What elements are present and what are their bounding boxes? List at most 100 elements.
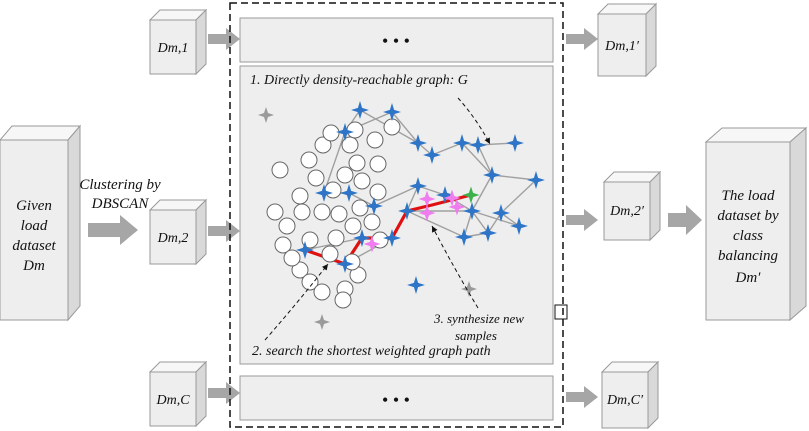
majority-sample-36 [363, 213, 381, 231]
subset-mid-label: Dm,2 [157, 231, 189, 246]
minority-sample-20 [492, 204, 510, 222]
output-subset-top: Dm,1′ [596, 2, 658, 78]
majority-sample-14 [336, 166, 354, 184]
top-strip [239, 17, 554, 63]
input-line-2: load [21, 218, 48, 234]
noise-sample-0 [258, 107, 274, 123]
subset-box-bottom: Dm,C [148, 360, 208, 428]
minority-sample-23 [436, 186, 454, 204]
majority-sample-10 [293, 203, 311, 221]
majority-sample-33 [301, 231, 319, 249]
majority-sample-16 [369, 155, 387, 173]
noise-sample-2 [461, 281, 477, 297]
graph-edge-32 [406, 210, 465, 238]
graph-edge-27 [471, 210, 520, 227]
minority-sample-7 [483, 166, 501, 184]
majority-sample-11 [313, 203, 331, 221]
minority-sample-3 [423, 146, 441, 164]
synthetic-sample-3 [443, 189, 461, 207]
minority-sample-5 [469, 136, 487, 154]
graph-edge-29 [417, 185, 446, 196]
majority-sample-2 [322, 124, 340, 142]
minority-samples [258, 101, 545, 330]
majority-sample-4 [307, 169, 325, 187]
arrow-mid-in [208, 220, 240, 242]
majority-sample-9 [291, 261, 309, 279]
final-line-2: dataset by [717, 208, 779, 224]
graph-edge-7 [491, 174, 537, 181]
graph-edge-15 [373, 185, 419, 207]
arrow-mid-out [566, 209, 598, 231]
majority-sample-22 [301, 273, 319, 291]
majority-sample-8 [274, 236, 292, 254]
majority-sample-3 [341, 136, 359, 154]
minority-sample-13 [353, 229, 371, 247]
arrow-to-final [668, 205, 702, 235]
majority-sample-13 [348, 154, 366, 172]
majority-sample-35 [271, 161, 289, 179]
synthetic-sample-1 [418, 190, 436, 208]
minority-sample-11 [398, 202, 416, 220]
input-line-3: dataset [12, 238, 56, 254]
majority-sample-0 [300, 151, 318, 169]
graph-edge-1 [391, 111, 419, 144]
final-line-3: class [733, 228, 763, 244]
arrow-input-to-subset [88, 215, 138, 245]
majority-sample-17 [369, 183, 387, 201]
minority-sample-0 [336, 123, 354, 141]
minority-sample-8 [527, 171, 545, 189]
processing-region [229, 2, 564, 428]
input-line-4: Dm [22, 258, 45, 274]
minority-sample-12 [383, 229, 401, 247]
arrow-top-in [208, 28, 240, 50]
minority-sample-6 [506, 134, 524, 152]
majority-sample-30 [366, 131, 384, 149]
minority-sample-17 [336, 255, 354, 273]
clustering-label-1: Clustering by [79, 177, 161, 193]
output-subset-bottom: Dm,C′ [600, 360, 660, 430]
minority-sample-10 [365, 197, 383, 215]
minority-sample-25 [351, 101, 369, 119]
minority-sample-16 [296, 241, 314, 259]
majority-sample-34 [283, 249, 301, 267]
graph-edge-8 [471, 174, 493, 212]
step3-marker-box [554, 304, 568, 320]
subset-bottom-label: Dm,C [155, 393, 190, 408]
subset-top-label: Dm,1 [157, 41, 189, 56]
final-line-5: Dm′ [735, 270, 762, 286]
majority-sample-5 [291, 187, 309, 205]
final-line-4: balancing [718, 248, 778, 264]
arrow-bottom-in [208, 382, 240, 404]
majority-sample-26 [334, 291, 352, 309]
output-mid-label: Dm,2′ [609, 204, 645, 219]
subset-box-top: Dm,1 [148, 8, 208, 76]
majority-sample-20 [327, 229, 345, 247]
majority-sample-18 [351, 199, 369, 217]
final-line-1: The load [722, 188, 775, 204]
graph-edge-25 [487, 212, 502, 234]
minority-sample-19 [479, 224, 497, 242]
graph-edge-12 [323, 131, 346, 194]
input-dataset-box: Given load dataset Dm [0, 124, 82, 322]
graph-edge-30 [471, 210, 489, 234]
synthetic-sample-0 [363, 235, 381, 253]
majority-sample-12 [330, 205, 348, 223]
minority-sample-22 [463, 202, 481, 220]
majority-sample-23 [313, 283, 331, 301]
majority-sample-19 [344, 217, 362, 235]
input-line-1: Given [16, 198, 52, 214]
clustering-label-2: DBSCAN [91, 196, 150, 212]
step2-leader-arrow [264, 263, 329, 341]
synthetic-sample-2 [418, 204, 436, 222]
majority-sample-7 [278, 217, 296, 235]
step2-label: 2. search the shortest weighted graph pa… [252, 344, 491, 359]
minority-sample-15 [340, 184, 358, 202]
minority-sample-14 [315, 184, 333, 202]
graph-edge-14 [348, 192, 375, 207]
balanced-dataset-box: The load dataset by class balancing Dm′ [704, 126, 808, 322]
output-top-label: Dm,1′ [604, 39, 640, 54]
graph-edge-9 [461, 142, 493, 176]
minority-sample-18 [455, 228, 473, 246]
majority-sample-6 [266, 203, 284, 221]
